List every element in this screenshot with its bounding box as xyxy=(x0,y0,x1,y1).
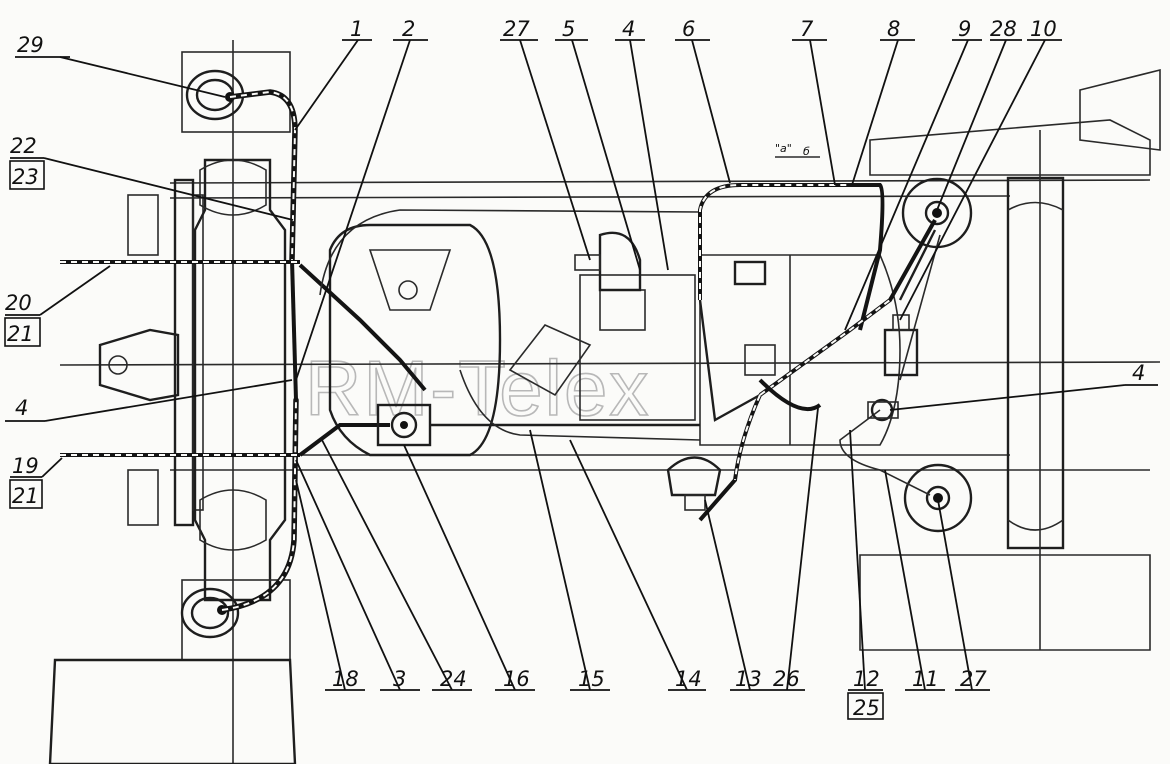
callout-23: 23 xyxy=(12,165,39,189)
callout-4-right: 4 xyxy=(1132,361,1145,385)
rear-axle xyxy=(859,68,1161,651)
callout-5: 5 xyxy=(562,17,575,41)
callout-14: 14 xyxy=(675,667,702,691)
callout-29: 29 xyxy=(17,33,44,57)
air-tank xyxy=(328,223,502,457)
front-axle xyxy=(173,40,291,764)
chassis-frame xyxy=(59,179,1161,471)
callout-28: 28 xyxy=(990,17,1017,41)
callout-19: 19 xyxy=(12,454,39,478)
callout-12: 12 xyxy=(853,667,880,691)
callout-20: 20 xyxy=(5,291,32,315)
mark-b: б xyxy=(803,145,810,158)
relay-valve xyxy=(733,260,776,376)
callout-24: 24 xyxy=(440,667,467,691)
front-wheel xyxy=(48,658,297,764)
callout-6: 6 xyxy=(682,17,695,41)
battery-box xyxy=(508,274,696,421)
callout-1: 1 xyxy=(350,17,363,41)
callout-4-top: 4 xyxy=(622,17,635,41)
receiver-tank xyxy=(699,254,901,446)
callout-15: 15 xyxy=(578,667,605,691)
callout-27-bottom: 27 xyxy=(960,667,987,691)
callout-27-top: 27 xyxy=(503,17,530,41)
front-tow-hitch xyxy=(98,194,180,526)
callout-16: 16 xyxy=(503,667,530,691)
rear-brake-chamber-bottom xyxy=(903,463,973,533)
callout-13: 13 xyxy=(735,667,762,691)
callout-labels: 29 1 2 27 5 4 6 7 8 9 28 10 22 23 20 21 … xyxy=(5,17,1145,720)
callout-10: 10 xyxy=(1030,17,1057,41)
valve-12 xyxy=(883,314,919,377)
rear-brake-chamber-top xyxy=(901,177,973,249)
callout-9: 9 xyxy=(958,17,971,41)
mark-a: "а" xyxy=(775,142,792,155)
callout-7: 7 xyxy=(800,17,814,41)
callout-2: 2 xyxy=(402,17,415,41)
callout-leaders xyxy=(4,39,1158,720)
callout-3: 3 xyxy=(393,667,406,691)
callout-21-top: 21 xyxy=(7,322,34,346)
callout-4-left: 4 xyxy=(15,396,28,420)
brake-chamber-13 xyxy=(666,456,722,511)
callout-11: 11 xyxy=(912,667,939,691)
callout-18: 18 xyxy=(332,667,359,691)
front-brake-chamber-bottom xyxy=(180,587,240,639)
callout-8: 8 xyxy=(887,17,900,41)
callout-22: 22 xyxy=(10,134,37,158)
watermark: RM-Telex xyxy=(305,344,650,432)
callout-25: 25 xyxy=(853,696,880,720)
callout-21-bottom: 21 xyxy=(12,484,39,508)
callout-26: 26 xyxy=(773,667,800,691)
